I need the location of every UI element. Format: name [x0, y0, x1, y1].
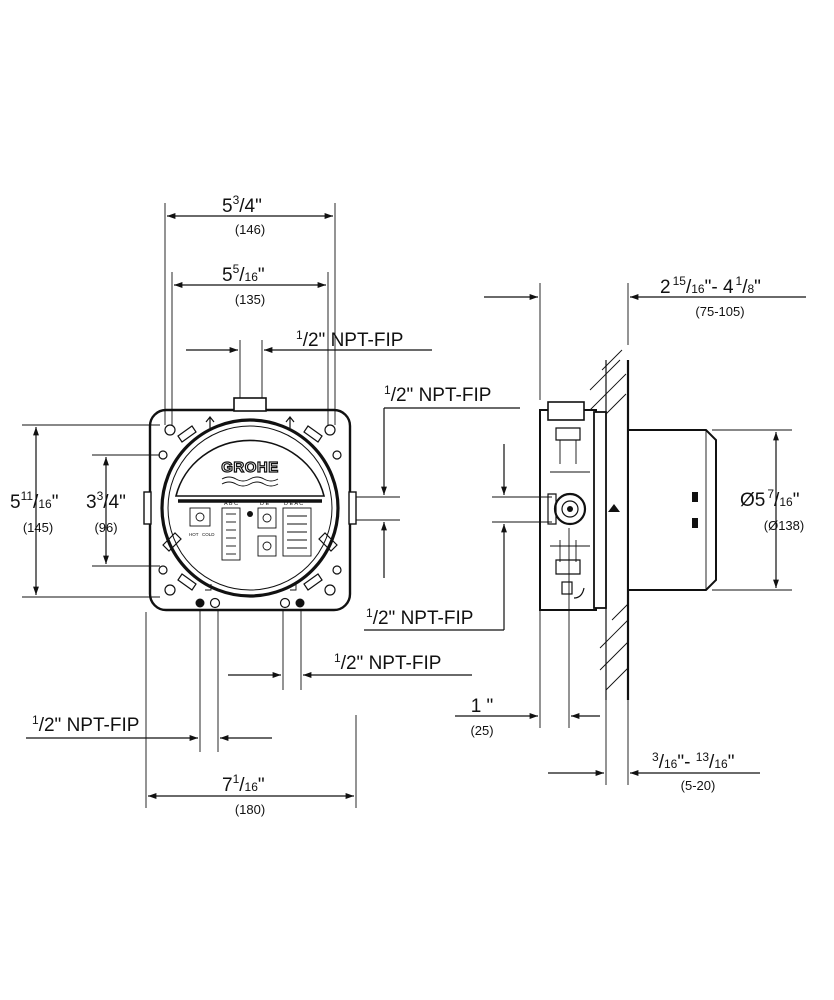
svg-text:33/4": 33/4" — [86, 489, 126, 513]
dim-top-npt: 1/2" NPT-FIP — [296, 328, 403, 351]
svg-text:(135): (135) — [235, 292, 265, 307]
dim-right-npt: 1/2" NPT-FIP — [384, 383, 491, 406]
svg-text:71/16": 71/16" — [222, 772, 265, 796]
svg-text:1 ": 1 " — [471, 696, 494, 717]
dim-plaster-depth: 1 " (25) — [470, 696, 493, 738]
svg-text:Ø57/16": Ø57/16" — [740, 487, 799, 511]
svg-text:(146): (146) — [235, 222, 265, 237]
up-arrow-icons — [205, 416, 295, 428]
side-dimensions — [364, 283, 806, 785]
left-side-tab — [143, 491, 152, 525]
svg-text:D E: D E — [260, 501, 270, 507]
dim-side-npt: 1/2" NPT-FIP — [366, 606, 473, 629]
svg-text:COLD: COLD — [202, 532, 215, 537]
svg-text:D E A C: D E A C — [284, 501, 303, 507]
svg-text:(5-20): (5-20) — [681, 778, 716, 793]
dome-cover — [174, 439, 326, 497]
svg-text:(75-105): (75-105) — [695, 304, 744, 319]
front-dimensions — [22, 203, 520, 808]
svg-text:(145): (145) — [23, 520, 53, 535]
bottom-outlets — [195, 584, 305, 609]
corner-holes — [158, 424, 342, 596]
svg-text:GROHE: GROHE — [221, 459, 279, 476]
svg-text:215/16"- 41/8": 215/16"- 41/8" — [660, 274, 761, 298]
svg-text:55/16": 55/16" — [222, 262, 265, 286]
dim-bottom-npt-right: 1/2" NPT-FIP — [334, 651, 441, 674]
svg-text:HOT: HOT — [189, 532, 199, 537]
front-view: GROHE A B C — [143, 397, 357, 612]
front-circle — [160, 418, 340, 598]
svg-text:3/16"- 13/16": 3/16"- 13/16" — [652, 750, 734, 773]
svg-text:53/4": 53/4" — [222, 193, 262, 217]
side-view — [539, 349, 717, 700]
dimension-labels: 53/4" (146) 55/16" (135) 1/2" NPT-FIP 1/… — [10, 193, 804, 817]
dim-inner-width: 55/16" (135) — [222, 262, 265, 307]
dim-height-left: 511/16" (145) — [10, 489, 58, 535]
svg-text:(180): (180) — [235, 802, 265, 817]
top-inlet — [233, 397, 267, 412]
dim-wall-range: 3/16"- 13/16" (5-20) — [652, 750, 734, 793]
cover-projection — [627, 429, 717, 591]
svg-text:A B C: A B C — [224, 501, 238, 507]
svg-text:(96): (96) — [94, 520, 117, 535]
inlet-fitting — [553, 492, 587, 526]
dim-top-width: 53/4" (146) — [222, 193, 265, 237]
grohe-logo: GROHE — [221, 458, 279, 487]
svg-text:(25): (25) — [470, 723, 493, 738]
port-diagram: A B C D E D E A C HOT COLD — [189, 501, 312, 561]
dim-height-inner: 33/4" (96) — [86, 489, 126, 535]
svg-text:511/16": 511/16" — [10, 489, 58, 513]
svg-text:(Ø138): (Ø138) — [764, 518, 804, 533]
right-side-tab — [348, 491, 357, 525]
dim-bottom-npt-left: 1/2" NPT-FIP — [32, 713, 139, 736]
dim-bottom-width: 71/16" (180) — [222, 772, 265, 817]
